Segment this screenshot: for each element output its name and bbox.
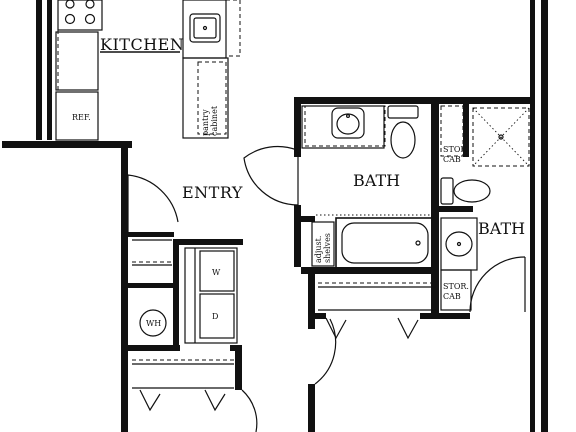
ref-label: REF. [72, 113, 91, 122]
bath2-door-swing [469, 256, 526, 313]
water-heater-label: WH [146, 319, 161, 328]
wall-right-inner [530, 0, 535, 432]
stor-cab-bottom-label: STOR. CAB [443, 282, 472, 301]
washer-label: W [212, 268, 221, 277]
stor-cab-top-label-line1: STOR. [443, 145, 469, 154]
bathtub [335, 217, 433, 269]
counter-left-edge [55, 31, 99, 91]
bathtub-inner [341, 222, 429, 264]
wall-entry-left [121, 141, 128, 432]
entry-area: ENTRY [127, 145, 299, 241]
kitchen-sink [189, 13, 221, 43]
pantry-label: pantry cabinet [201, 105, 219, 136]
kitchen-area: REF. pantry cabinet KITCHEN [55, 0, 241, 141]
shower-stall [472, 107, 530, 167]
wall-bath-left-lower [294, 205, 301, 267]
kitchen-sink-basin [193, 17, 217, 39]
wall-wh-top [128, 283, 174, 288]
pantry-inner [197, 61, 227, 135]
washer [199, 250, 235, 292]
stor-cab-bottom [440, 269, 472, 311]
bifold-door-icon [325, 317, 347, 340]
dryer-label: D [212, 312, 218, 321]
bath-main-label: BATH [353, 171, 400, 190]
stor-cab-bottom-label-line1: STOR. [443, 282, 469, 291]
wall-closet-horizontal [128, 345, 180, 351]
burner-icon [84, 13, 96, 25]
bath-vanity [304, 105, 386, 147]
toilet-bowl [390, 121, 416, 159]
wall-right-outer [541, 0, 548, 432]
second-bath-area: STOR. CAB BATH STOR. CAB [440, 105, 530, 313]
wall-laundry-left [173, 239, 179, 351]
water-heater [139, 309, 167, 337]
toilet-tank [387, 105, 419, 119]
counter-left [57, 29, 99, 91]
pantry-label-line1: pantry [201, 109, 210, 136]
wall-partition-vertical [431, 97, 439, 315]
wall-hall-vertical [308, 267, 315, 329]
walls [2, 0, 548, 432]
pantry-label-line2: cabinet [210, 105, 219, 136]
lower-door-swing [241, 389, 258, 432]
bath-door-swing [243, 145, 299, 206]
wall-partition-horizontal [439, 206, 473, 212]
vanity2-faucet-icon [456, 241, 462, 247]
wall-hall-bottom-right [420, 313, 470, 319]
entry-door-swing [127, 174, 179, 223]
kitchen-label: KITCHEN [100, 35, 184, 54]
wall-kitchen-left-inner [47, 0, 52, 140]
shower-diagonal [472, 107, 530, 167]
adjust-shelves-label-line2: shelves [323, 233, 332, 263]
laundry-shelf [184, 247, 238, 344]
hall-door-swing [314, 318, 337, 385]
stove [57, 0, 103, 31]
bifold-door-icon [139, 389, 161, 412]
stor-cab-top-label: STOR. CAB [443, 145, 472, 164]
vanity2-sink [445, 231, 473, 257]
wall-closet-right [235, 345, 242, 390]
adjust-shelves [311, 221, 335, 267]
toilet2-tank [440, 177, 454, 205]
bath-sink [331, 107, 365, 139]
wall-laundry-top [173, 239, 243, 245]
bath-faucet-icon [346, 113, 351, 118]
tub-drain-icon [415, 240, 421, 246]
bath-vanity-edge [301, 105, 385, 149]
bifold-door-icon [204, 389, 226, 412]
wall-bath-left-upper [294, 97, 301, 157]
burner-icon [85, 0, 95, 9]
wall-entry-top-stub [128, 232, 174, 237]
wall-kitchen-left-outer [36, 0, 42, 140]
wall-left-horizontal [2, 141, 132, 148]
entry-label: ENTRY [182, 183, 243, 202]
bifold-door-icon [397, 317, 419, 340]
adjust-shelves-label-line1: adjust. [314, 236, 323, 263]
stor-cab-top-label-line2: CAB [443, 155, 461, 164]
refrigerator [55, 91, 99, 141]
burner-icon [64, 13, 76, 25]
laundry-area: W D WH [132, 247, 258, 432]
wall-lower-vertical [308, 384, 315, 432]
faucet-icon [202, 25, 208, 31]
adjust-shelves-label: adjust. shelves [314, 233, 332, 263]
toilet2-bowl [453, 179, 491, 203]
wall-bath-left-bottom [301, 216, 315, 222]
wall-bath-top [294, 97, 534, 104]
shower-drain-icon [498, 134, 504, 140]
wall-bath-bottom [301, 267, 437, 274]
burner-icon [65, 0, 75, 9]
main-bath-area: adjust. shelves BATH [301, 105, 436, 385]
pantry-cabinet [182, 57, 229, 139]
stor-cab-bottom-label-line2: CAB [443, 292, 461, 301]
dryer [199, 293, 235, 339]
counter-right-line [225, 0, 241, 57]
wall-hall-bottom-left [308, 313, 326, 319]
wall-partition-vertical-2 [463, 97, 469, 157]
bath-second-label: BATH [478, 219, 525, 238]
stor-cab-top [440, 105, 464, 157]
